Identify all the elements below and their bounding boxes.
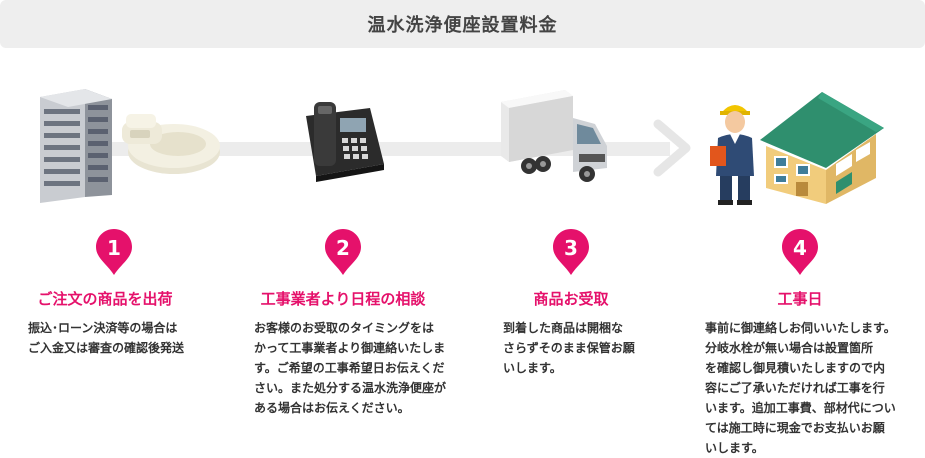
step-number: 2: [336, 236, 350, 260]
step-number: 4: [793, 236, 807, 260]
step-number: 1: [107, 236, 121, 260]
step-marker-4: 4: [782, 229, 818, 275]
desc-line: お客様のお受取のタイミングをは: [254, 321, 435, 335]
step-title: 工事業者より日程の相談: [260, 290, 426, 308]
page-title: 温水洗浄便座設置料金: [367, 15, 558, 36]
desc-line: 振込･ローン決済等の場合は: [28, 321, 178, 335]
desc-line: を確認し御見積いたしますので内: [705, 361, 886, 375]
desc-line: 事前に御連絡しお伺いいたします。: [705, 321, 896, 335]
step-desc: 振込･ローン決済等の場合は ご入金又は審査の確認後発送: [28, 318, 248, 358]
desc-line: 到着した商品は開梱な: [503, 321, 624, 335]
step-title: 商品お受取: [533, 290, 609, 308]
truck-icon: [501, 90, 607, 182]
desc-line: ては施工時に現金でお支払いお願: [705, 421, 885, 435]
step-title: 工事日: [777, 290, 823, 308]
step-marker-2: 2: [325, 229, 361, 275]
step-desc: 事前に御連絡しお伺いいたします。 分岐水栓が無い場合は設置箇所 を確認し御見積い…: [705, 318, 923, 458]
desc-line: ご入金又は審査の確認後発送: [28, 341, 185, 355]
desc-line: さい。また処分する温水洗浄便座が: [254, 381, 447, 395]
step-desc: 到着した商品は開梱な さらずそのまま保管お願 いします。: [503, 318, 683, 378]
desc-line: いします。: [705, 441, 764, 455]
building-icon: [40, 89, 112, 203]
desc-line: す。ご希望の工事希望日お伝えくだ: [254, 361, 445, 375]
step-marker-1: 1: [96, 229, 132, 275]
arrow-right-icon: [653, 119, 691, 177]
worker-icon: [710, 105, 754, 205]
desc-line: いします。: [503, 361, 562, 375]
desc-line: かって工事業者より御連絡いたしま: [254, 341, 446, 355]
desc-line: 分岐水栓が無い場合は設置箇所: [705, 341, 874, 355]
step-desc: お客様のお受取のタイミングをは かって工事業者より御連絡いたしま す。ご希望の工…: [254, 318, 474, 418]
step-marker-3: 3: [553, 229, 589, 275]
house-icon: [760, 92, 884, 204]
desc-line: さらずそのまま保管お願: [503, 341, 635, 355]
desc-line: 容にご了承いただければ工事を行: [705, 381, 885, 395]
toilet-seat-icon: [122, 114, 220, 174]
phone-icon: [306, 102, 384, 182]
desc-line: います。追加工事費、部材代につい: [705, 401, 896, 415]
step-number: 3: [564, 236, 578, 260]
desc-line: ある場合はお伝えください。: [254, 401, 410, 415]
header-bar: 温水洗浄便座設置料金: [0, 0, 925, 48]
step-title: ご注文の商品を出荷: [37, 290, 173, 308]
